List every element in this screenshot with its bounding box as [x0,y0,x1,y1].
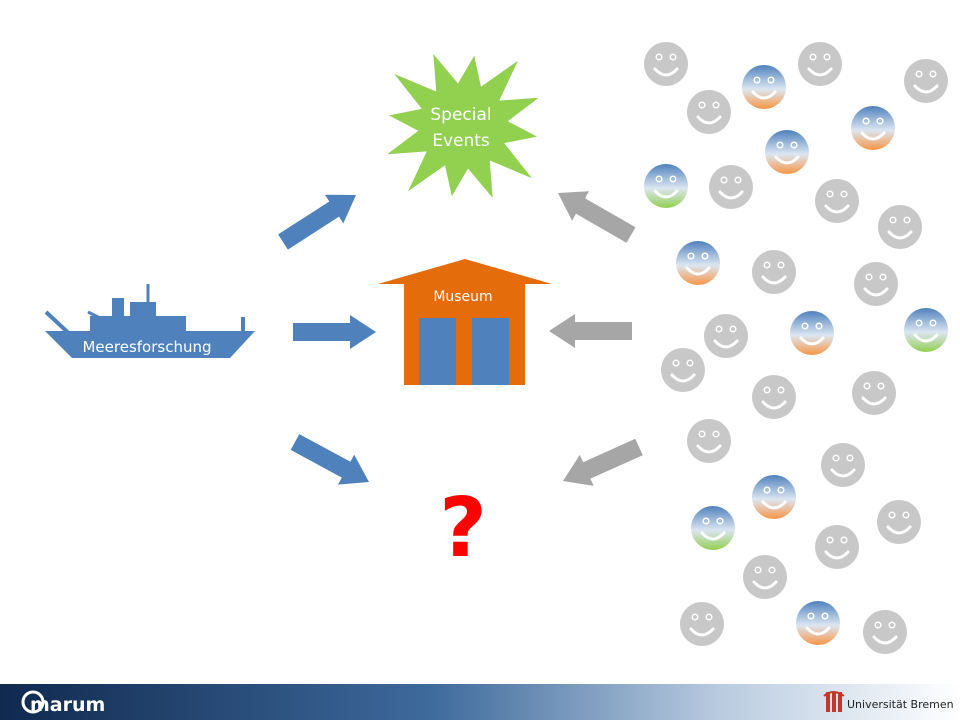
smiley-face-icon [904,308,948,352]
smiley-face-icon [680,602,724,646]
smiley-face-icon [704,314,748,358]
smiley-face-icon [742,65,786,109]
footer-bar [0,684,960,720]
smiley-face-icon [798,42,842,86]
smiley-face-icon [904,59,948,103]
smiley-face-icon [765,130,809,174]
smiley-face-icon [676,241,720,285]
question-mark: ? [439,481,487,576]
arrow-audience-to-unknown [563,438,643,486]
smiley-face-icon [821,443,865,487]
arrow-ship-to-museum [293,315,376,349]
smiley-face-icon [878,205,922,249]
university-logo: Universität Bremen [823,691,954,712]
smiley-face-icon [752,250,796,294]
smiley-face-icon [877,500,921,544]
arrow-ship-to-events [278,194,356,250]
ship-icon [44,284,255,358]
museum-label: Museum [433,289,492,305]
smiley-face-icon [687,419,731,463]
arrow-audience-to-museum [549,314,632,348]
smiley-face-icon [752,475,796,519]
smiley-face-icon [815,179,859,223]
arrow-ship-to-unknown [290,434,369,485]
smiley-face-icon [661,348,705,392]
smiley-face-icon [854,262,898,306]
marum-logo: marum [21,690,105,716]
smiley-face-icon [796,601,840,645]
smiley-face-icon [815,525,859,569]
university-logo-text: Universität Bremen [847,698,954,711]
ship-label: Meeresforschung [82,338,211,356]
university-emblem-icon [823,691,845,712]
smiley-face-icon [644,164,688,208]
smiley-face-icon [852,371,896,415]
smiley-face-icon [851,106,895,150]
smiley-face-icon [863,610,907,654]
arrow-audience-to-events [558,191,636,243]
smiley-face-icon [752,375,796,419]
special-events-label-line2: Events [432,131,490,151]
smiley-face-icon [743,555,787,599]
audience-faces [644,42,948,654]
special-events-starburst [387,54,539,198]
smiley-face-icon [691,506,735,550]
smiley-face-icon [687,90,731,134]
smiley-face-icon [644,42,688,86]
special-events-label-line1: Special [430,105,491,125]
museum-building [378,259,552,385]
smiley-face-icon [790,311,834,355]
marum-logo-text: marum [30,694,105,716]
smiley-face-icon [709,165,753,209]
